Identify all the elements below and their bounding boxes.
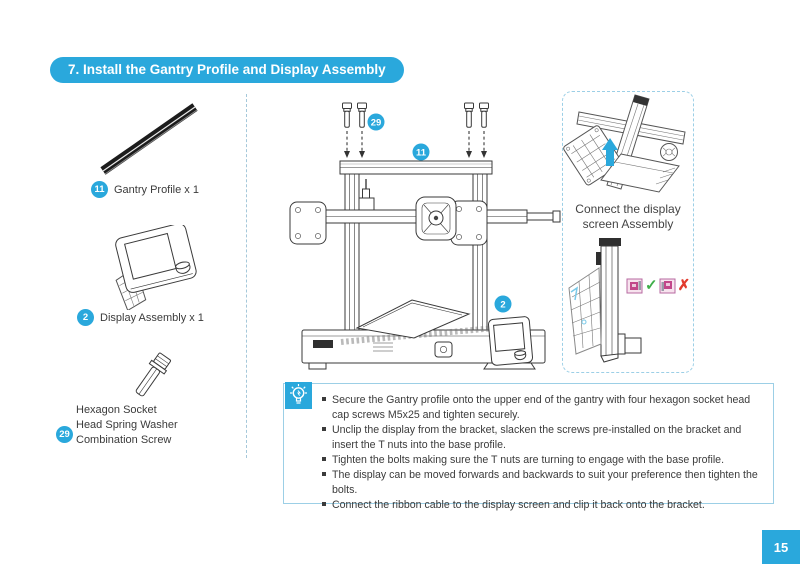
callout-badge-11: 11 bbox=[412, 143, 430, 161]
callout-badge-29: 29 bbox=[367, 113, 385, 131]
panel-divider bbox=[246, 94, 247, 458]
display-connection-drawing bbox=[563, 94, 686, 363]
gantry-profile-drawing bbox=[100, 103, 198, 175]
orientation-thumbnails: ✓ ✗ bbox=[626, 277, 690, 295]
svg-text:29: 29 bbox=[371, 118, 382, 129]
svg-text:11: 11 bbox=[416, 148, 427, 159]
section-title: 7. Install the Gantry Profile and Displa… bbox=[68, 62, 386, 77]
display-assembly-drawing bbox=[115, 225, 197, 310]
printer-assembly-diagram: 29 11 2 bbox=[289, 102, 561, 370]
callout-badge-2: 2 bbox=[494, 295, 512, 313]
insert-arrow-icon bbox=[602, 138, 618, 166]
part-label-line: Hexagon Socket bbox=[76, 404, 157, 416]
display-side-view bbox=[568, 267, 602, 355]
part-label: Gantry Profile x 1 bbox=[114, 184, 199, 196]
screw-glyph bbox=[342, 102, 489, 158]
tip-item: Unclip the display from the bracket, sla… bbox=[322, 423, 767, 453]
part-label-line: Head Spring Washer bbox=[76, 419, 178, 431]
caption-line: Connect the display bbox=[575, 202, 681, 216]
part-badge: 29 bbox=[56, 426, 73, 443]
part-label: Display Assembly x 1 bbox=[100, 312, 204, 324]
tip-item: The display can be moved forwards and ba… bbox=[322, 468, 767, 498]
part-label: Hexagon Socket Head Spring Washer Combin… bbox=[76, 403, 178, 448]
tip-item: Secure the Gantry profile onto the upper… bbox=[322, 393, 767, 423]
part-label-line: Combination Screw bbox=[76, 434, 172, 446]
tip-item: Connect the ribbon cable to the display … bbox=[322, 498, 767, 513]
part-badge: 11 bbox=[91, 181, 108, 198]
page-number-badge: 15 bbox=[762, 530, 800, 564]
page-number: 15 bbox=[773, 539, 789, 555]
display-connection-panel: Connect the display screen Assembly ✓ ✗ bbox=[562, 91, 694, 373]
tip-box: Secure the Gantry profile onto the upper… bbox=[283, 382, 774, 511]
tip-item: Tighten the bolts making sure the T nuts… bbox=[322, 453, 767, 468]
part-badge: 2 bbox=[77, 309, 94, 326]
tip-list: Secure the Gantry profile onto the upper… bbox=[322, 393, 767, 513]
incorrect-orientation-image bbox=[659, 278, 676, 294]
caption-line: screen Assembly bbox=[582, 217, 674, 231]
correct-orientation-image bbox=[626, 278, 643, 294]
cross-icon: ✗ bbox=[677, 277, 691, 294]
side-panel-caption: Connect the display screen Assembly bbox=[563, 202, 693, 232]
light-bulb-icon bbox=[285, 382, 312, 409]
section-title-banner: 7. Install the Gantry Profile and Displa… bbox=[50, 57, 404, 83]
svg-text:2: 2 bbox=[500, 300, 505, 311]
check-icon: ✓ bbox=[645, 277, 658, 294]
screw-drawing bbox=[135, 352, 171, 397]
